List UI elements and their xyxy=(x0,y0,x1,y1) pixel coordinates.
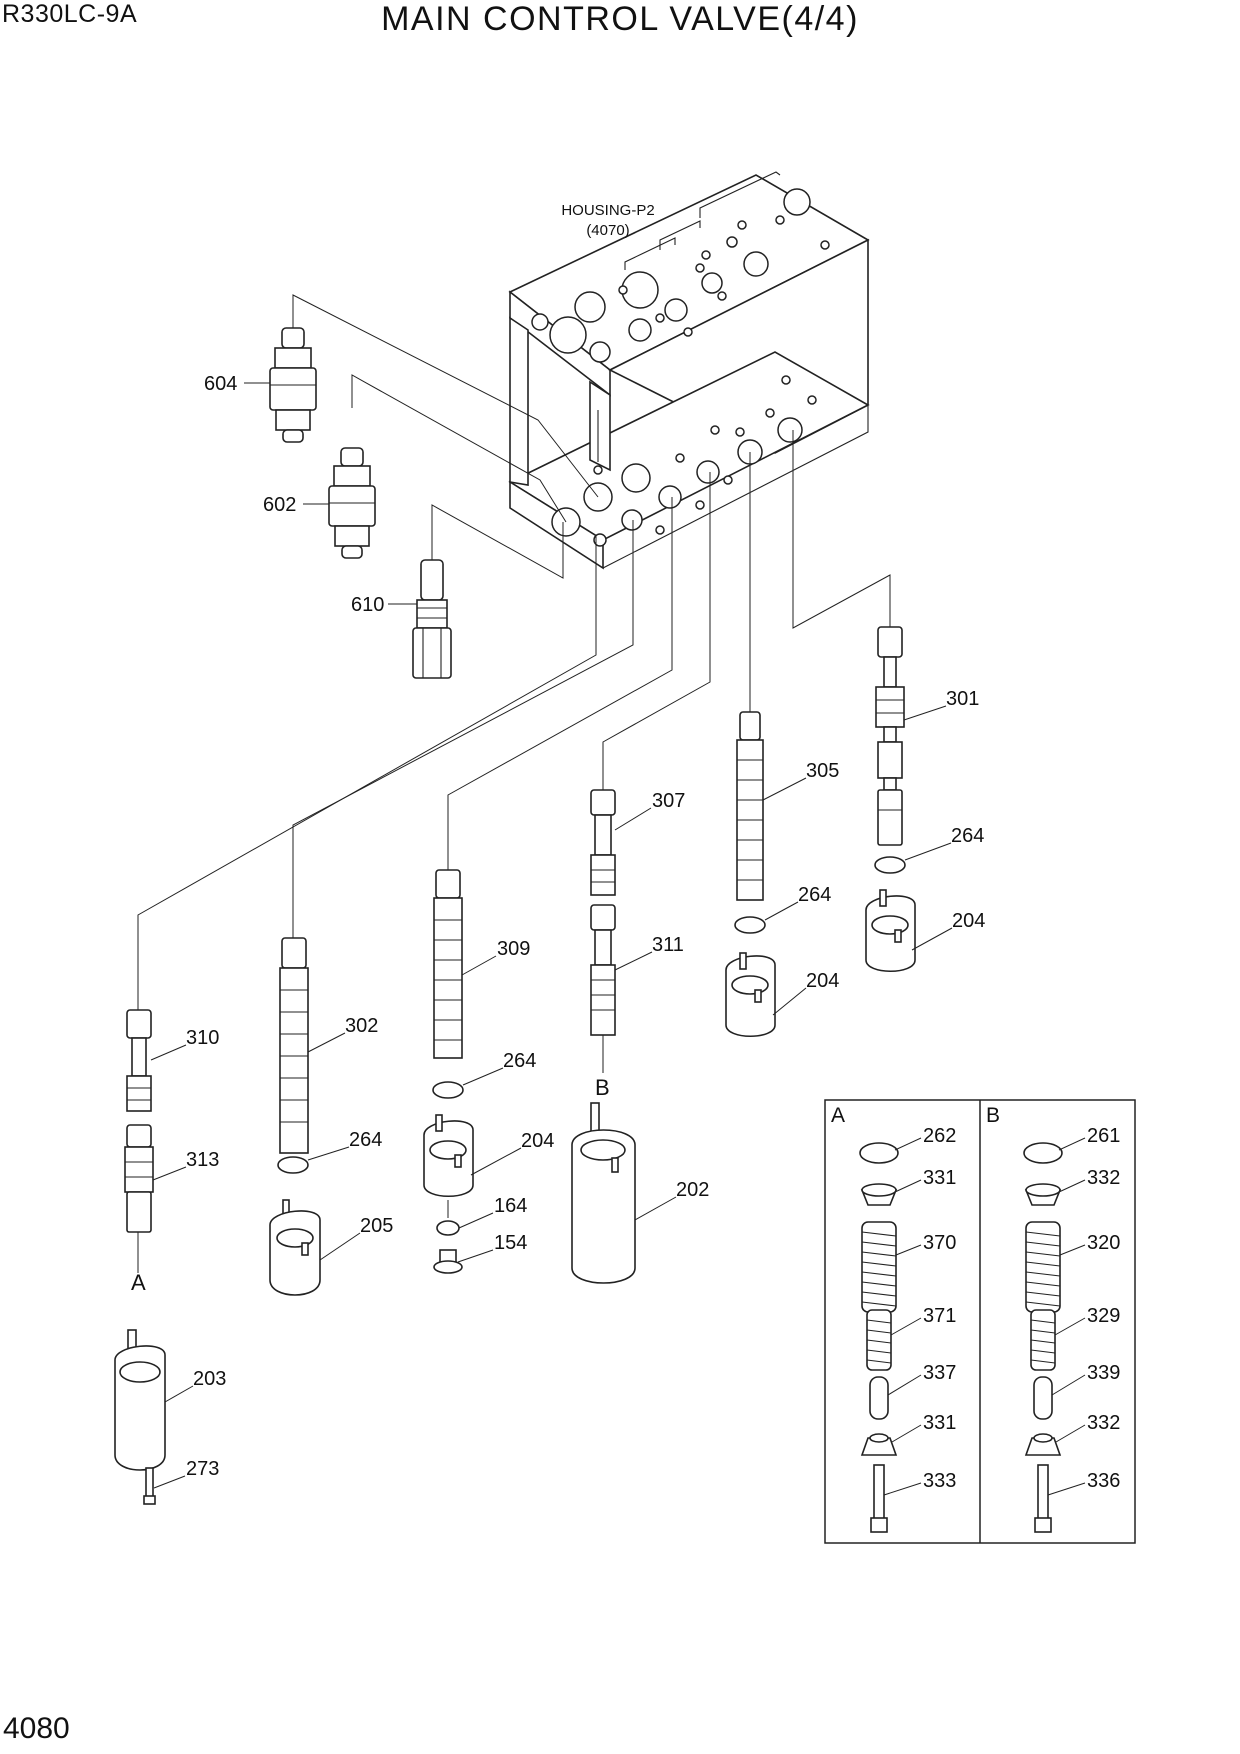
cover-204-c xyxy=(423,1114,474,1197)
callout-301: 301 xyxy=(946,688,979,710)
cover-204-b xyxy=(725,952,776,1037)
o-ring-264-a xyxy=(874,856,906,874)
inset-b-part-261: 261 xyxy=(1087,1125,1120,1147)
callout-204-c: 204 xyxy=(521,1130,554,1152)
o-ring-264-c xyxy=(432,1081,464,1099)
spool-311 xyxy=(590,904,616,1036)
callout-313: 313 xyxy=(186,1149,219,1171)
page-title: MAIN CONTROL VALVE(4/4) xyxy=(381,0,859,38)
o-ring-264-b xyxy=(734,916,766,934)
spool-313 xyxy=(124,1124,154,1233)
spool-309 xyxy=(433,869,463,1059)
inset-b-part-339: 339 xyxy=(1087,1362,1120,1384)
housing-ref: (4070) xyxy=(586,222,629,239)
callout-310: 310 xyxy=(186,1027,219,1049)
callout-305: 305 xyxy=(806,760,839,782)
spool-305 xyxy=(736,711,764,901)
inset-a-parts xyxy=(859,1142,899,1533)
inset-a-part-337: 337 xyxy=(923,1362,956,1384)
callout-309: 309 xyxy=(497,938,530,960)
callout-264-b: 264 xyxy=(798,884,831,906)
callout-610: 610 xyxy=(351,594,384,616)
spool-302 xyxy=(279,937,309,1154)
callout-604: 604 xyxy=(204,373,237,395)
housing-name: HOUSING-P2 xyxy=(561,202,654,219)
plug-154 xyxy=(433,1249,463,1274)
marker-b: B xyxy=(595,1075,610,1100)
o-ring-164 xyxy=(436,1220,460,1236)
inset-b-part-329: 329 xyxy=(1087,1305,1120,1327)
callout-204-b: 204 xyxy=(806,970,839,992)
valve-610 xyxy=(412,559,452,679)
bolt-273 xyxy=(143,1467,156,1505)
callout-273: 273 xyxy=(186,1458,219,1480)
callout-202: 202 xyxy=(676,1179,709,1201)
callout-307: 307 xyxy=(652,790,685,812)
callout-154: 154 xyxy=(494,1232,527,1254)
page-number: 4080 xyxy=(3,1712,70,1745)
cover-204-a xyxy=(865,889,916,972)
inset-a-part-331-top: 331 xyxy=(923,1167,956,1189)
spool-307 xyxy=(590,789,616,896)
cover-202 xyxy=(571,1102,636,1284)
o-ring-264-d xyxy=(277,1156,309,1174)
spool-301 xyxy=(875,626,905,846)
cover-205 xyxy=(269,1199,321,1296)
callout-205: 205 xyxy=(360,1215,393,1237)
inset-b-part-336: 336 xyxy=(1087,1470,1120,1492)
callout-204-a: 204 xyxy=(952,910,985,932)
callout-264-d: 264 xyxy=(349,1129,382,1151)
callout-203: 203 xyxy=(193,1368,226,1390)
callout-164: 164 xyxy=(494,1195,527,1217)
inset-b-parts xyxy=(1023,1142,1063,1533)
inset-label-a: A xyxy=(831,1104,845,1127)
callout-311: 311 xyxy=(652,934,684,956)
housing-block xyxy=(508,171,870,570)
inset-a-part-331-bottom: 331 xyxy=(923,1412,956,1434)
callout-264-c: 264 xyxy=(503,1050,536,1072)
inset-b-part-332-top: 332 xyxy=(1087,1167,1120,1189)
valve-602 xyxy=(328,447,376,559)
detail-inset xyxy=(824,1099,1136,1544)
model-number: R330LC-9A xyxy=(2,0,138,28)
inset-a-part-371: 371 xyxy=(923,1305,956,1327)
inset-a-part-370: 370 xyxy=(923,1232,956,1254)
callout-302: 302 xyxy=(345,1015,378,1037)
marker-a: A xyxy=(131,1270,146,1295)
inset-b-part-332-bottom: 332 xyxy=(1087,1412,1120,1434)
inset-a-leaders xyxy=(883,1137,922,1496)
inset-b-part-320: 320 xyxy=(1087,1232,1120,1254)
callout-264-a: 264 xyxy=(951,825,984,847)
valve-604 xyxy=(269,327,317,443)
inset-a-part-262: 262 xyxy=(923,1125,956,1147)
callout-leaders xyxy=(150,382,953,1489)
inset-a-part-333: 333 xyxy=(923,1470,956,1492)
spool-310 xyxy=(126,1009,152,1112)
cover-203 xyxy=(114,1329,166,1471)
callout-602: 602 xyxy=(263,494,296,516)
inset-b-leaders xyxy=(1047,1137,1086,1496)
inset-label-b: B xyxy=(986,1104,1000,1127)
